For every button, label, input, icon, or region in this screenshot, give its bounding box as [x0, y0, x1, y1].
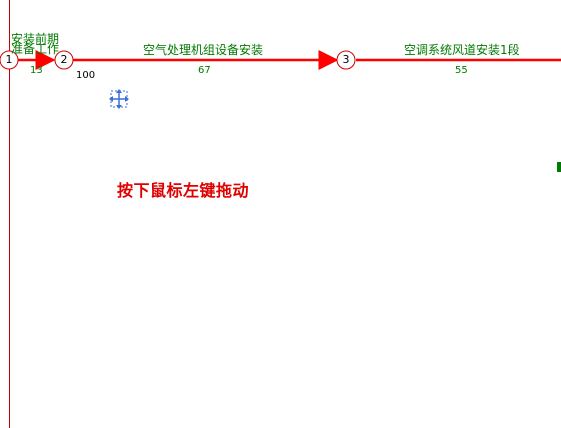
- task-3-name: 空调系统风道安装1段: [404, 43, 520, 57]
- task-1-name-line2: 准备工作: [11, 42, 60, 56]
- node-1[interactable]: [0, 50, 19, 70]
- drag-instruction-text: 按下鼠标左键拖动: [117, 181, 250, 200]
- node-2-value: 100: [76, 70, 96, 81]
- move-cursor-icon: [109, 89, 129, 109]
- node-3[interactable]: [336, 50, 356, 70]
- node-1-number: 1: [5, 53, 13, 66]
- task-1-name-line1: 安装前期: [11, 32, 60, 46]
- node-2[interactable]: [54, 50, 74, 70]
- task-1-duration: 13: [30, 65, 43, 76]
- offscreen-item-fragment: [557, 162, 561, 172]
- task-3-duration: 55: [455, 65, 468, 76]
- node-3-number: 3: [342, 53, 350, 66]
- task-2-name: 空气处理机组设备安装: [143, 43, 264, 57]
- task-2-duration: 67: [198, 65, 211, 76]
- node-2-number: 2: [60, 53, 68, 66]
